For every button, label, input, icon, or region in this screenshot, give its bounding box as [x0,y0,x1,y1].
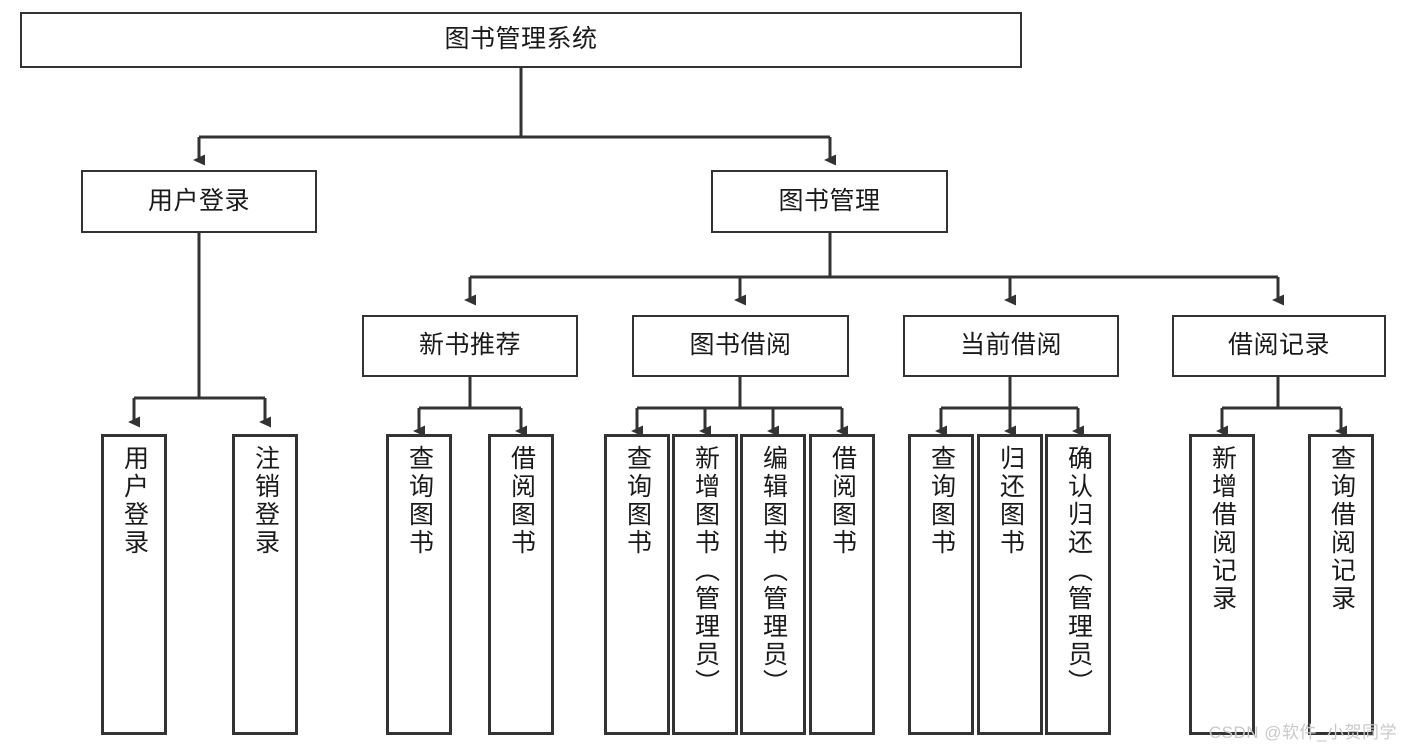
node-label: 查询图书 [405,445,434,557]
node-label: 查询借阅记录 [1327,445,1356,613]
node-leaf-borrow-book-recommend[interactable]: 借阅图书 [488,434,554,735]
node-leaf-add-book[interactable]: 新增图书（管理员） [672,434,738,735]
node-label: 用户登录 [147,186,250,215]
node-current-borrow[interactable]: 当前借阅 [903,315,1119,377]
node-leaf-user-login[interactable]: 用户登录 [101,434,167,735]
node-borrow-record[interactable]: 借阅记录 [1172,315,1386,377]
node-label: 新书推荐 [418,331,521,360]
node-label: 查询图书 [927,445,956,557]
node-label: 借阅图书 [507,445,536,557]
node-leaf-borrow-book[interactable]: 借阅图书 [809,434,875,735]
node-leaf-edit-book[interactable]: 编辑图书（管理员） [740,434,806,735]
watermark-credit: CSDN @软件_小贺同学 [1208,723,1397,742]
node-leaf-confirm-return[interactable]: 确认归还（管理员） [1045,434,1111,735]
node-label: 借阅图书 [828,445,857,557]
node-label: 图书借阅 [689,331,792,360]
node-label: 确认归还（管理员） [1064,445,1093,697]
node-leaf-add-borrow-record[interactable]: 新增借阅记录 [1189,434,1255,735]
node-root-system[interactable]: 图书管理系统 [20,12,1022,68]
node-label: 图书管理 [778,186,881,215]
node-label: 编辑图书（管理员） [759,445,788,697]
node-leaf-query-book-borrow[interactable]: 查询图书 [604,434,670,735]
node-label: 注销登录 [251,445,280,557]
node-label: 图书管理系统 [444,25,598,54]
node-leaf-query-book-current[interactable]: 查询图书 [908,434,974,735]
node-label: 当前借阅 [959,331,1062,360]
node-new-book-recommend[interactable]: 新书推荐 [362,315,578,377]
node-user-login[interactable]: 用户登录 [81,170,317,233]
node-label: 查询图书 [623,445,652,557]
node-label: 新增图书（管理员） [691,445,720,697]
node-leaf-query-borrow-record[interactable]: 查询借阅记录 [1308,434,1374,735]
node-leaf-query-book-recommend[interactable]: 查询图书 [386,434,452,735]
node-label: 用户登录 [120,445,149,557]
node-book-borrow[interactable]: 图书借阅 [632,315,849,377]
node-label: 归还图书 [996,445,1025,557]
node-leaf-return-book[interactable]: 归还图书 [977,434,1043,735]
node-label: 借阅记录 [1227,331,1330,360]
node-leaf-logout-login[interactable]: 注销登录 [232,434,298,735]
node-book-manage[interactable]: 图书管理 [711,170,948,233]
node-label: 新增借阅记录 [1208,445,1237,613]
